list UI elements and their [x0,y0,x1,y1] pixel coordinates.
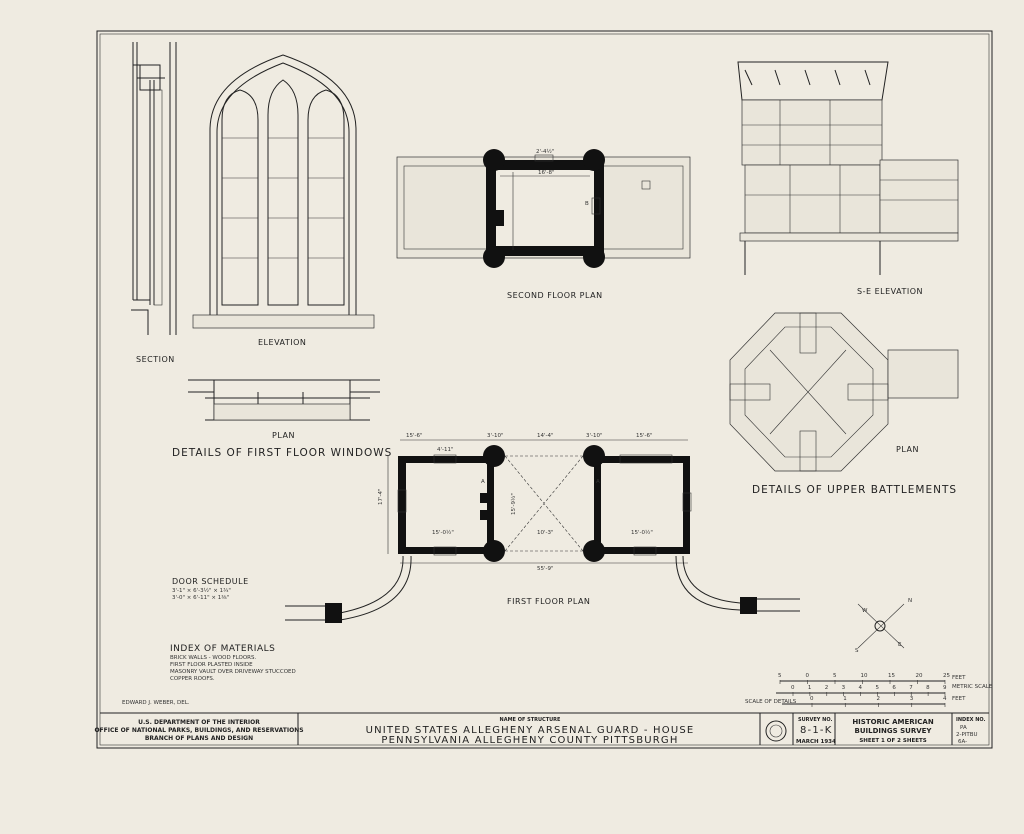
program-line: BUILDINGS SURVEY [855,727,933,735]
agency-line: OFFICE OF NATIONAL PARKS, BUILDINGS, AND… [94,727,303,734]
scale-tick-label: 10 [861,673,868,679]
dim-second-window: 2'-4½" [536,148,554,155]
survey-date: MARCH 1934 [796,739,836,745]
index-of-materials: INDEX OF MATERIALS BRICK WALLS - WOOD FL… [170,644,296,682]
compass-s: S [855,648,859,654]
se-elevation-drawing [737,61,959,275]
scale-tick-label: 4 [859,685,863,691]
program-line: HISTORIC AMERICAN [852,718,934,726]
first-floor-plan-label: FIRST FLOOR PLAN [507,597,590,606]
dim-overall: 55'-9" [537,566,554,572]
first-floor-plan-drawing: 15'-6" 3'-10" 14'-4" 3'-10" 15'-6" 4'-11… [285,433,800,623]
scale-tick-label: 9 [943,685,947,691]
scale-tick-label: 5 [778,673,782,679]
index-no-label: INDEX NO. [956,717,986,723]
materials-line: COPPER ROOFS. [170,676,215,682]
structure-location: PENNSYLVANIA ALLEGHENY COUNTY PITTSBURGH [381,735,678,746]
door-schedule-row: 3'-1" × 6'-3½" × 1¾" [172,587,231,594]
scale-tick-label: 5 [833,673,837,679]
agency-line: U.S. DEPARTMENT OF THE INTERIOR [138,719,260,726]
scale-tick-label: 8 [926,685,930,691]
scale-tick-label: 4 [943,696,947,702]
scale-tick-label: 20 [916,673,923,679]
window-plan-drawing [188,379,380,421]
scale-tick-label: 3 [910,696,914,702]
second-floor-plan-label: SECOND FLOOR PLAN [507,291,603,300]
compass-e: E [898,642,902,648]
scale-tick-label: 0 [806,673,810,679]
window-elevation-drawing [192,54,375,329]
dim-second-width: 16'-8" [538,170,555,176]
index-no: 6A- [958,739,967,745]
dim-driveway: 10'-3" [537,530,554,536]
dim-interior-right: 15'-0½" [631,529,653,536]
dim-middle-height: 15'-9½" [510,493,517,515]
door-schedule-title: DOOR SCHEDULE [172,577,249,586]
dim-top-5: 15'-6" [636,433,653,439]
scale-tick-label: 1 [843,696,847,702]
dim-interior-left: 15'-0½" [432,529,454,536]
scale-tick-label: 2 [877,696,881,702]
scale-feet-label: FEET [952,675,966,681]
scale-tick-label: 2 [825,685,829,691]
elevation-label: ELEVATION [258,338,306,347]
battlement-plan-drawing [729,312,959,472]
scale-details-label: SCALE OF DETAILS [745,699,797,705]
title-block: U.S. DEPARTMENT OF THE INTERIOR OFFICE O… [94,712,989,746]
inner-border [99,33,990,746]
second-floor-plan-drawing: 16'-8" 2'-4½" B [396,148,691,268]
window-plan-label: PLAN [272,431,295,440]
survey-no-label: SURVEY NO. [798,717,832,723]
window-section-drawing [131,42,177,335]
materials-line: MASONRY VAULT OVER DRIVEWAY STUCCOED [170,669,296,675]
door-mark-b: B [585,201,589,207]
name-of-structure-label: NAME OF STRUCTURE [500,717,562,723]
index-no: 2-PITBU [956,732,978,738]
door-schedule-row: 3'-0" × 6'-11" × 1⅜" [172,595,229,601]
scale-tick-label: 1 [808,685,812,691]
compass-n: N [908,598,912,604]
interior-seal-icon [765,720,787,742]
structure-name: UNITED STATES ALLEGHENY ARSENAL GUARD - … [366,725,695,736]
dim-top-1: 15'-6" [406,433,423,439]
graphic-scale: 5 0 5 10 15 20 25 0 1 2 3 4 5 6 7 8 9 0 1 2 3 4 FEET METRIC S… [745,673,993,707]
dim-top-4: 3'-10" [586,433,603,439]
door-mark-a-right: A [596,479,600,485]
dim-left: 17'-4" [378,488,384,505]
scale-tick-label: 0 [810,696,814,702]
delineator: EDWARD J. WEBER, DEL. [122,700,190,706]
sheet-count: SHEET 1 OF 2 SHEETS [859,738,926,744]
sheet-border [96,30,993,749]
scale-details-unit: FEET [952,696,966,702]
dim-window: 4'-11" [437,447,454,453]
dim-top-3: 14'-4" [537,433,554,439]
index-no: PA [960,725,967,731]
scale-tick-label: 3 [842,685,846,691]
window-details-title: DETAILS OF FIRST FLOOR WINDOWS [172,447,392,459]
agency-line: BRANCH OF PLANS AND DESIGN [145,735,253,742]
door-mark-a-left: A [481,479,485,485]
battlement-plan-label: PLAN [896,445,919,454]
scale-tick-label: 6 [892,685,896,691]
compass-w: W [862,608,868,614]
scale-tick-label: 7 [909,685,913,691]
scale-tick-label: 25 [943,673,950,679]
materials-line: BRICK WALLS - WOOD FLOORS. [170,655,256,661]
door-schedule: DOOR SCHEDULE 3'-1" × 6'-3½" × 1¾" 3'-0"… [172,577,249,601]
section-label: SECTION [136,355,175,364]
scale-tick-label: 0 [791,685,795,691]
battlement-details-title: DETAILS OF UPPER BATTLEMENTS [752,484,957,496]
se-elevation-label: S-E ELEVATION [857,287,923,296]
materials-line: FIRST FLOOR PLASTED INSIDE [170,662,253,668]
scale-tick-label: 15 [888,673,895,679]
materials-title: INDEX OF MATERIALS [170,644,275,654]
north-arrow: N E S W [855,598,912,654]
dim-top-2: 3'-10" [487,433,504,439]
survey-no: 8-1-K [800,725,833,736]
scale-metric-label: METRIC SCALE [952,684,993,690]
scale-tick-label: 5 [875,685,879,691]
